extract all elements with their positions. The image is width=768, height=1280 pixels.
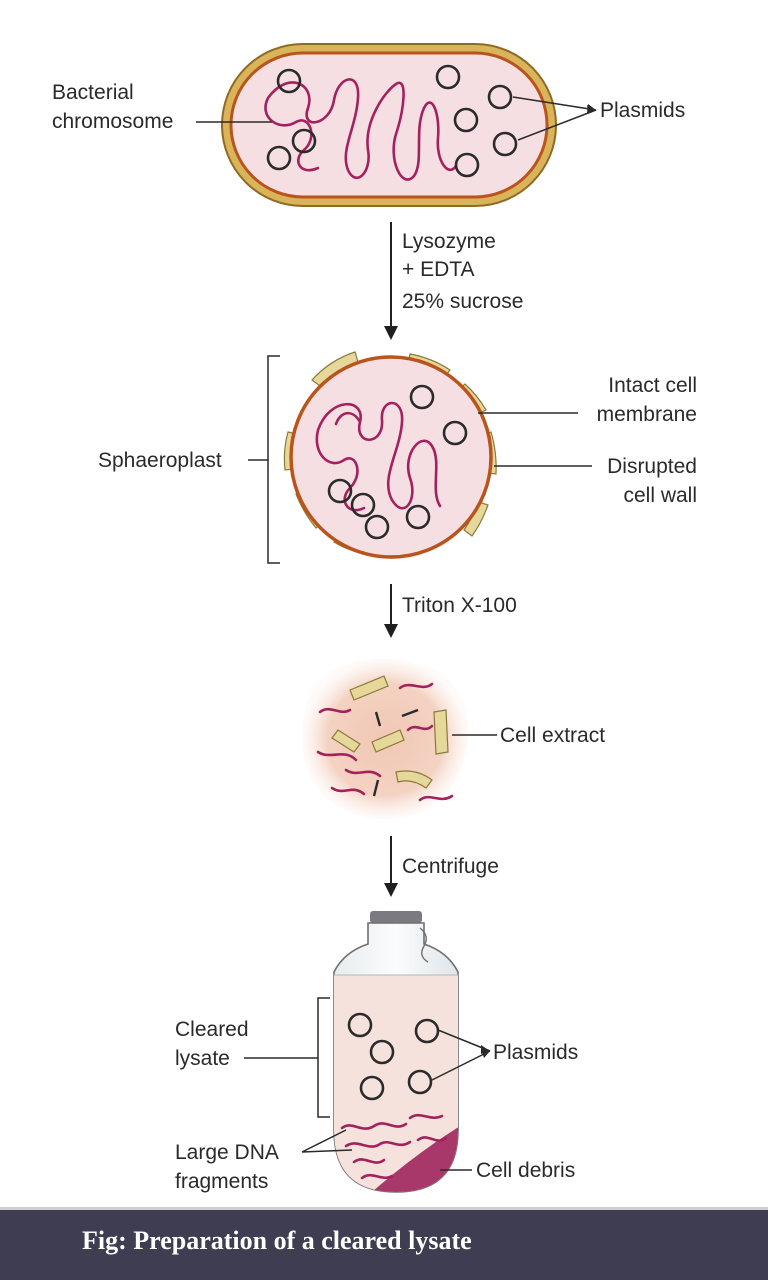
caption-bar: Fig: Preparation of a cleared lysate: [0, 1207, 768, 1280]
bacterium: [221, 43, 557, 207]
label-intact-membrane: Intact cell: [608, 374, 697, 397]
label-sucrose: 25% sucrose: [402, 290, 523, 313]
plasmids-group-sphaeroplast: [327, 384, 468, 540]
label-bacterial-chromosome: Bacterial: [52, 81, 134, 104]
label-sphaeroplast: Sphaeroplast: [98, 449, 222, 472]
sphaeroplast: [283, 351, 497, 559]
bracket-sphaeroplast: [267, 355, 280, 564]
label-large-dna-2: fragments: [175, 1170, 268, 1193]
label-large-dna: Large DNA: [175, 1141, 279, 1164]
cell-extract: [302, 658, 469, 820]
sphaeroplast-chromosome-dna: [315, 401, 442, 512]
arrow-step-1: [384, 222, 398, 340]
plasmids-group-tube: [347, 1012, 440, 1101]
arrow-step-2: [384, 584, 398, 638]
extract-wall-fragments: [331, 675, 449, 789]
label-disrupted-wall-2: cell wall: [623, 484, 697, 507]
label-cleared-lysate: Cleared: [175, 1018, 249, 1041]
label-edta: + EDTA: [402, 258, 475, 281]
label-centrifuge: Centrifuge: [402, 855, 499, 878]
intact-cell-membrane: [289, 355, 493, 559]
bracket-cleared-lysate: [317, 997, 330, 1118]
label-bacterial-chromosome-2: chromosome: [52, 110, 173, 133]
leader-arrowheads-bottom: [481, 1045, 490, 1058]
label-cell-extract: Cell extract: [500, 724, 605, 747]
leader-arrowheads-top: [587, 104, 596, 114]
extract-black-strands: [372, 708, 419, 797]
bacterial-cytoplasm: [229, 51, 549, 199]
label-intact-membrane-2: membrane: [597, 403, 697, 426]
bacterial-chromosome-dna: [264, 78, 458, 181]
cleared-lysate-diagram: Bacterial chromosome Plasmids Lysozyme +…: [52, 43, 697, 1193]
centrifuge-tube: [333, 911, 459, 1193]
plasmids-group-top: [266, 64, 518, 178]
label-disrupted-wall: Disrupted: [607, 455, 697, 478]
arrow-step-3: [384, 836, 398, 897]
figure-caption: Fig: Preparation of a cleared lysate: [82, 1226, 472, 1255]
label-plasmids-top: Plasmids: [600, 99, 685, 122]
large-dna-fragments: [340, 1113, 448, 1180]
label-cleared-lysate-2: lysate: [175, 1047, 230, 1070]
label-lysozyme: Lysozyme: [402, 230, 496, 253]
label-plasmids-bottom: Plasmids: [493, 1041, 578, 1064]
label-triton: Triton X-100: [402, 594, 517, 617]
label-cell-debris: Cell debris: [476, 1159, 575, 1182]
leader-plasmids-top: [512, 96, 597, 141]
tube-cap: [370, 911, 422, 923]
leader-large-dna: [301, 1129, 353, 1153]
extract-dna-fragments: [316, 682, 454, 802]
